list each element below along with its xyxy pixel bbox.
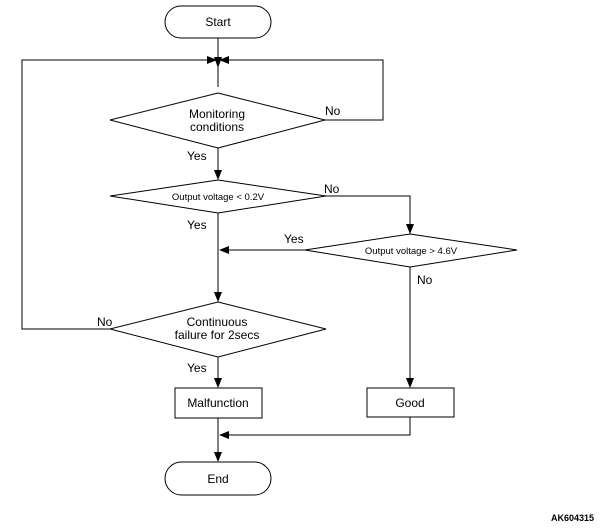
monitoring-no-label: No xyxy=(325,104,341,118)
arrowhead-down-into-low-check xyxy=(214,170,222,180)
start-terminal-shape xyxy=(164,5,272,39)
end-terminal-shape xyxy=(164,461,272,496)
high-voltage-label: Output voltage > 4.6V xyxy=(365,246,458,257)
monitoring-label-line1: Monitoring xyxy=(189,107,245,121)
low-no-line xyxy=(326,195,411,236)
arrowhead-down-into-high-check xyxy=(406,224,414,234)
arrowheads xyxy=(207,56,414,462)
good-to-merge-line xyxy=(227,417,411,436)
good-node: Good xyxy=(366,387,455,418)
continuous-label-line1: Continuous xyxy=(187,315,248,329)
malfunction-label: Malfunction xyxy=(187,396,248,410)
low-no-label: No xyxy=(324,182,340,196)
high-yes-label: Yes xyxy=(284,232,304,246)
monitoring-label-line2: conditions xyxy=(190,120,244,134)
arrowhead-right-loop-left xyxy=(219,56,229,64)
high-voltage-diamond-shape xyxy=(304,233,518,268)
continuous-label-line2: failure for 2secs xyxy=(175,328,260,342)
start-node: Start xyxy=(164,5,272,39)
end-node: End xyxy=(164,461,272,496)
low-voltage-decision: Output voltage < 0.2V xyxy=(109,179,327,214)
monitoring-yes-label: Yes xyxy=(187,149,207,163)
continuous-failure-decision: Continuous failure for 2secs xyxy=(109,301,327,358)
figure-code-label: AK604315 xyxy=(551,513,594,523)
arrowhead-down-into-good xyxy=(406,378,414,388)
continuous-no-loop-line xyxy=(21,59,209,330)
monitoring-diamond-shape xyxy=(109,92,326,149)
end-label: End xyxy=(207,472,228,486)
arrowhead-down-into-monitoring xyxy=(214,57,222,68)
arrowhead-left-loop-right xyxy=(207,56,217,64)
low-voltage-label: Output voltage < 0.2V xyxy=(172,192,265,203)
edge-labels: No Yes No Yes Yes No No Yes xyxy=(97,104,433,375)
high-no-label: No xyxy=(417,273,433,287)
start-label: Start xyxy=(205,15,231,29)
good-box-shape xyxy=(366,387,455,418)
malfunction-box-shape xyxy=(174,387,263,419)
high-voltage-decision: Output voltage > 4.6V xyxy=(304,233,518,268)
malfunction-node: Malfunction xyxy=(174,387,263,419)
connectors xyxy=(21,38,411,456)
monitoring-decision: Monitoring conditions xyxy=(109,92,326,149)
arrowhead-down-into-continuous xyxy=(214,292,222,302)
monitoring-no-loop-line xyxy=(227,59,384,121)
arrowhead-down-into-end xyxy=(214,452,222,462)
low-voltage-diamond-shape xyxy=(109,179,327,214)
low-yes-label: Yes xyxy=(187,218,207,232)
continuous-no-label: No xyxy=(97,315,113,329)
arrowhead-left-high-yes xyxy=(219,246,229,254)
arrowhead-left-merge xyxy=(219,431,229,439)
arrowhead-down-into-malfunction xyxy=(214,378,222,388)
continuous-diamond-shape xyxy=(109,301,327,358)
good-label: Good xyxy=(395,396,424,410)
continuous-yes-label: Yes xyxy=(187,361,207,375)
